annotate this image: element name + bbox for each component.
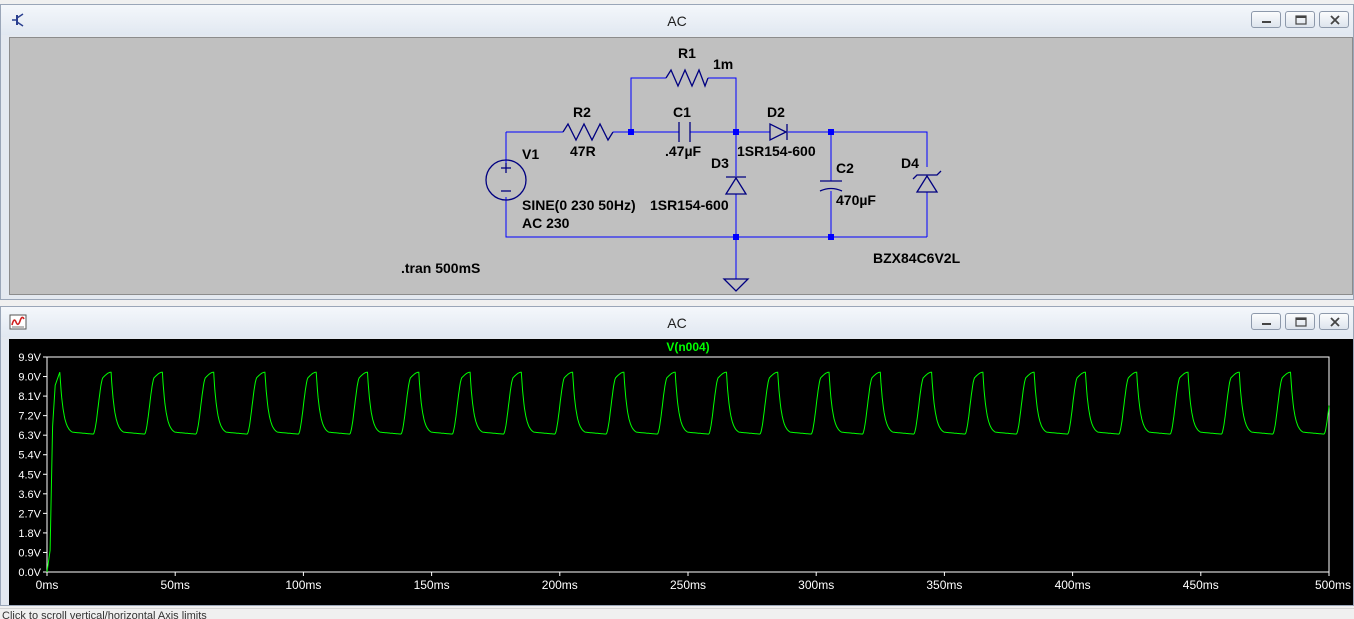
schematic-window-title: AC [667,13,687,29]
y-tick-label: 9.9V [18,352,41,364]
y-tick-label: 1.8V [18,528,41,540]
x-tick-label: 400ms [1055,578,1091,592]
waveform-titlebar[interactable]: AC [1,307,1353,337]
minimize-icon [1262,21,1271,23]
schematic-window: AC [0,4,1354,300]
y-tick-label: 6.3V [18,430,41,442]
capacitor-c1-symbol[interactable] [678,122,691,142]
y-tick-label: 9.0V [18,372,41,384]
close-icon [1330,15,1340,25]
r2-name: R2 [573,104,591,120]
d2-name: D2 [767,104,785,120]
r1-value: 1m [713,56,733,72]
x-tick-label: 350ms [926,578,962,592]
schematic-titlebar[interactable]: AC [1,5,1353,35]
d2-model: 1SR154-600 [737,143,816,159]
close-icon [1330,317,1340,327]
y-tick-label: 0.9V [18,547,41,559]
x-tick-label: 100ms [285,578,321,592]
resistor-r1-symbol[interactable] [665,68,709,88]
x-tick-label: 500ms [1315,578,1351,592]
ground-symbol [722,278,750,292]
y-tick-label: 5.4V [18,450,41,462]
transistor-icon [12,13,24,27]
status-text: Click to scroll vertical/horizontal Axis… [2,610,207,619]
c2-name: C2 [836,160,854,176]
waveform-icon [9,314,27,330]
v1-ac: AC 230 [522,215,570,231]
c2-value: 470µF [836,192,876,208]
plot-frame [46,356,1330,573]
waveform-close-button[interactable] [1319,313,1349,330]
y-tick-label: 0.0V [18,567,41,579]
v1-spec: SINE(0 230 50Hz) [522,197,636,213]
waveform-maximize-button[interactable] [1285,313,1315,330]
maximize-icon [1295,15,1307,25]
x-tick-label: 200ms [542,578,578,592]
wires [505,77,928,279]
r2-value: 47R [570,143,596,159]
y-tick-label: 3.6V [18,489,41,501]
x-tick-label: 50ms [161,578,190,592]
waveform-window-title: AC [667,315,687,331]
schematic-close-button[interactable] [1319,11,1349,28]
capacitor-c2-symbol[interactable] [819,180,843,192]
y-tick-label: 2.7V [18,508,41,520]
minimize-icon [1262,323,1271,325]
waveform-window: AC V(n004) 0.0V 0.9V 1.8V 2.7V 3.6V 4.5V 5.4V 6… [0,306,1354,606]
d3-name: D3 [711,155,729,171]
x-axis[interactable]: 0ms 50ms 100ms 150ms 200ms 250ms 300ms 350ms 400… [36,572,1351,592]
zener-d4-symbol[interactable] [912,170,942,193]
waveform-minimize-button[interactable] [1251,313,1281,330]
schematic-maximize-button[interactable] [1285,11,1315,28]
resistor-r2-symbol[interactable] [562,122,614,142]
schematic-canvas[interactable]: R1 1m R2 47R C1 .47µF D2 1SR154-600 D3 1… [9,37,1353,295]
voltage-source-v1-symbol[interactable] [485,159,527,201]
y-tick-label: 4.5V [18,469,41,481]
maximize-icon [1295,317,1307,327]
d3-model: 1SR154-600 [650,197,729,213]
y-tick-label: 8.1V [18,391,41,403]
v1-name: V1 [522,146,539,162]
trace-label[interactable]: V(n004) [666,340,709,354]
waveform-plot-area[interactable]: V(n004) 0.0V 0.9V 1.8V 2.7V 3.6V 4.5V 5.4V 6.3V… [9,339,1353,605]
schematic-drawing[interactable]: R1 1m R2 47R C1 .47µF D2 1SR154-600 D3 1… [10,38,1354,296]
c1-value: .47µF [665,143,702,159]
trace-v-n004[interactable] [46,371,1330,573]
schematic-minimize-button[interactable] [1251,11,1281,28]
r1-name: R1 [678,45,696,61]
c1-name: C1 [673,104,691,120]
status-bar: Click to scroll vertical/horizontal Axis… [0,608,1354,619]
y-axis[interactable]: 0.0V 0.9V 1.8V 2.7V 3.6V 4.5V 5.4V 6.3V 7.2V 8.1V… [18,352,47,579]
waveform-chart[interactable]: V(n004) 0.0V 0.9V 1.8V 2.7V 3.6V 4.5V 5.4V 6.3V… [9,339,1353,605]
diode-d2-symbol[interactable] [769,122,788,142]
x-tick-label: 450ms [1183,578,1219,592]
d4-name: D4 [901,155,919,171]
x-tick-label: 150ms [414,578,450,592]
y-tick-label: 7.2V [18,411,41,423]
d4-model: BZX84C6V2L [873,250,961,266]
x-tick-label: 250ms [670,578,706,592]
junction-dots [628,129,834,240]
diode-d3-symbol[interactable] [724,176,748,195]
spice-directive[interactable]: .tran 500mS [401,260,480,276]
x-tick-label: 300ms [798,578,834,592]
x-tick-label: 0ms [36,578,59,592]
